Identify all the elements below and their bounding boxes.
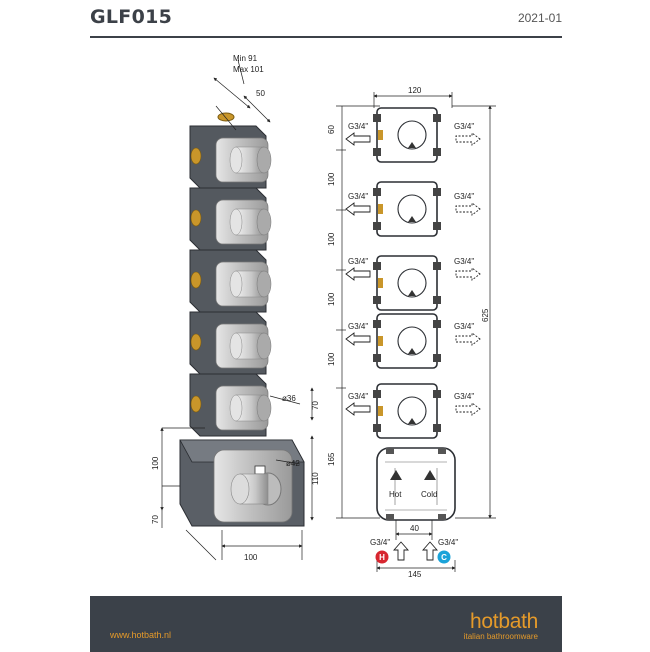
plate-height-label: 110 [311,472,320,485]
dim-100-d: 100 [327,352,336,366]
product-code: GLF015 [90,6,173,28]
thread-label-right: G3/4" [454,257,474,266]
thread-label-left: G3/4" [348,257,368,266]
brass-fitting [190,333,202,351]
brass-fitting [190,271,202,289]
brass-fitting [190,209,202,227]
outlet-arrow-left [345,132,371,146]
front-valve-module [373,383,441,439]
revision-date: 2021-01 [517,11,562,25]
thread-label-left: G3/4" [348,392,368,401]
inlet-hot [393,541,409,561]
cold-badge [437,550,451,564]
isometric-view: Min 91 Max 101 50 ø36 70 ø42 110 100 70 … [151,54,320,562]
outlet-arrow-left [345,267,371,281]
outlet-arrow-right [455,267,481,281]
center-distance-label: 40 [410,524,419,533]
cold-label: Cold [421,490,437,499]
brand-tagline: italian bathroomware [463,632,538,641]
outlet-arrow-right [455,202,481,216]
hot-badge-letter: H [379,553,385,562]
thread-labels: G3/4" G3/4" G3/4" G3/4" G3/4" G3/4" G3/4" G3/4"… [345,122,481,416]
outlet-arrow-left [345,402,371,416]
knob-diameter-label: ø36 [282,394,296,403]
left-70-label: 70 [151,515,160,524]
bottom-100-label: 100 [244,553,258,562]
top-width-label: 120 [408,86,422,95]
knob-height-label: 70 [311,401,320,410]
bottom-width-label: 145 [408,570,422,579]
valve-modules [189,125,272,437]
dim-60: 60 [327,125,336,134]
dim-165: 165 [327,452,336,466]
dim-100-a: 100 [327,172,336,186]
brass-fitting [190,395,202,413]
hot-badge [375,550,389,564]
outlet-arrow-left [345,332,371,346]
outlet-arrow-right [455,132,481,146]
footer: www.hotbath.nl hotbath italian bathroomw… [90,596,562,652]
thread-label-left: G3/4" [348,192,368,201]
valve-module [189,373,272,437]
hot-label: Hot [389,490,402,499]
front-valve-module [373,181,441,237]
depth-label: 50 [256,89,265,98]
top-brass-nut [217,112,235,122]
min-depth-label: Min 91 [233,54,258,63]
valve-module [189,125,272,189]
max-depth-label: Max 101 [233,65,264,74]
valve-module [189,187,272,251]
outlet-arrow-left [345,202,371,216]
inlet-cold [422,541,438,561]
total-height-label: 625 [481,308,490,322]
thread-label-right: G3/4" [454,322,474,331]
thermostat-indicator [254,465,266,475]
thermostat-module [179,439,305,527]
thread-label-right: G3/4" [454,122,474,131]
page-header: GLF015 2021-01 [90,0,562,38]
dim-100-c: 100 [327,292,336,306]
inlet-left-thread: G3/4" [370,538,390,547]
front-valve-module [373,313,441,369]
website-link[interactable]: www.hotbath.nl [110,630,172,640]
dim-100-b: 100 [327,232,336,246]
front-thermostat [376,447,456,521]
valve-module [189,249,272,313]
left-100-label: 100 [151,456,160,470]
valve-module [189,311,272,375]
front-valve-modules [373,107,441,439]
thread-label-right: G3/4" [454,192,474,201]
outlet-arrow-right [455,402,481,416]
front-view: Hot Cold 120 60 100 100 [327,86,496,579]
brass-fitting [190,147,202,165]
cold-badge-letter: C [441,553,447,562]
thread-label-left: G3/4" [348,122,368,131]
front-valve-module [373,255,441,311]
inlet-right-thread: G3/4" [438,538,458,547]
thread-label-right: G3/4" [454,392,474,401]
brand-logo: hotbath [470,610,538,633]
thread-label-left: G3/4" [348,322,368,331]
plate-diameter-label: ø42 [286,459,300,468]
front-valve-module [373,107,441,163]
outlet-arrow-right [455,332,481,346]
